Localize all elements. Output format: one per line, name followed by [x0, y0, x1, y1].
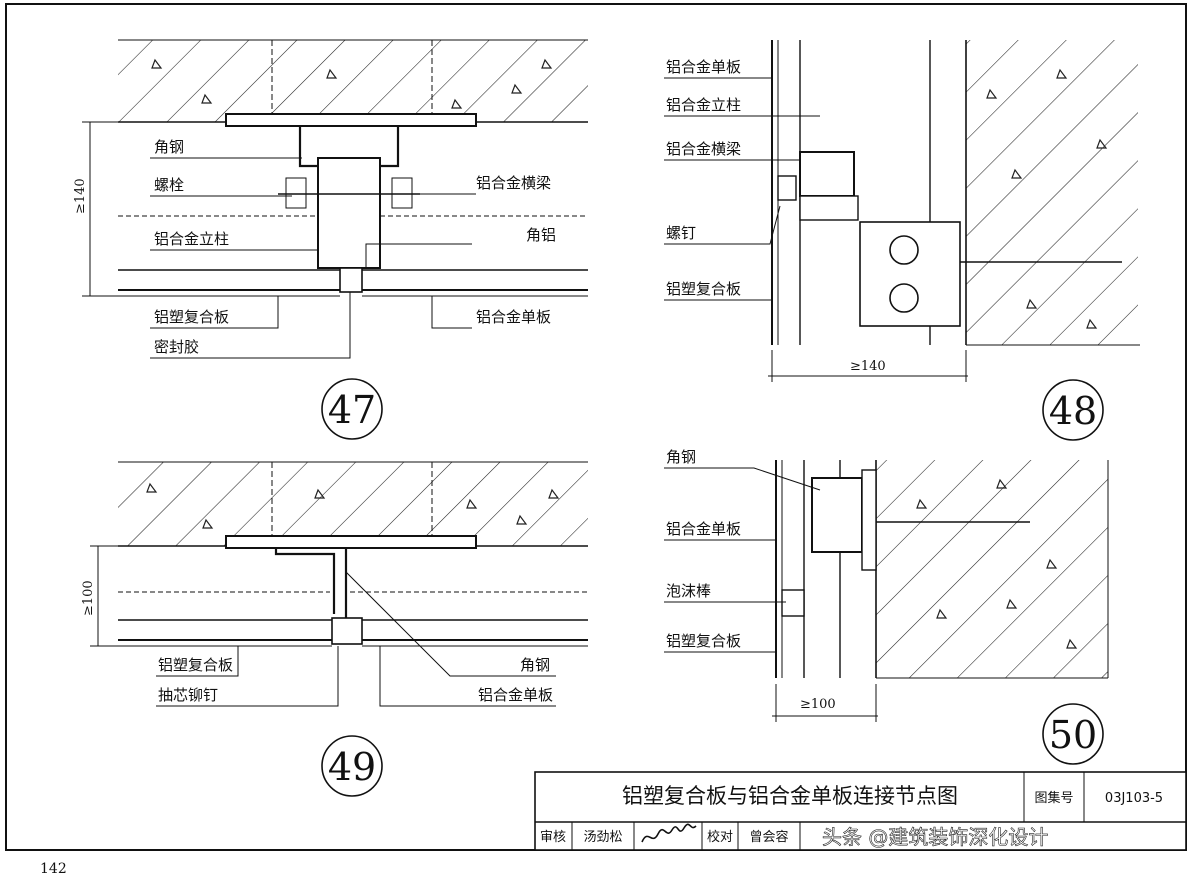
detail-49: ≥100 铝塑复合板 抽芯铆钉 角钢 铝合金单板 49	[81, 461, 588, 797]
review-label: 审核	[540, 830, 566, 845]
label-47-alu-panel: 铝合金单板	[476, 308, 551, 326]
page-number: 142	[40, 861, 67, 877]
atlas-number: 03J103-5	[1105, 791, 1163, 806]
label-49-angle-steel: 角钢	[520, 656, 550, 674]
label-47-acp: 铝塑复合板	[154, 308, 229, 326]
check-label: 校对	[707, 829, 733, 845]
label-47-angle-alu: 角铝	[526, 226, 556, 244]
detail-48: ≥140 铝合金单板 铝合金立柱 铝合金横梁 螺钉 铝塑复合板 48	[664, 40, 1140, 441]
label-48-acp: 铝塑复合板	[666, 280, 741, 298]
label-48-alu-panel: 铝合金单板	[666, 58, 741, 76]
label-47-bolt: 螺栓	[154, 176, 184, 194]
reviewer-name: 汤劲松	[583, 830, 622, 845]
label-48-screw: 螺钉	[666, 224, 696, 242]
detail-50: ≥100 角钢 铝合金单板 泡沫棒 铝塑复合板 50	[664, 448, 1109, 765]
concrete-wall-48	[966, 40, 1138, 345]
title-block: 铝塑复合板与铝合金单板连接节点图 图集号 03J103-5 审核 汤劲松 校对 …	[534, 771, 1187, 851]
label-47-transom: 铝合金横梁	[476, 174, 551, 192]
label-49-acp: 铝塑复合板	[158, 656, 233, 674]
detail-number-48: 48	[1049, 389, 1097, 433]
label-48-mullion: 铝合金立柱	[666, 96, 741, 114]
dimension-48: ≥140	[850, 359, 886, 374]
checker-name: 曾会容	[749, 829, 788, 845]
label-48-transom: 铝合金横梁	[666, 140, 741, 158]
label-50-angle-steel: 角钢	[666, 448, 696, 466]
drawing-title: 铝塑复合板与铝合金单板连接节点图	[622, 784, 958, 808]
label-49-rivet: 抽芯铆钉	[158, 686, 218, 704]
detail-47: ≥140 角钢 螺栓 铝合金横梁 铝合金立柱 角铝 铝塑复合板 铝合金单板 密封…	[73, 39, 588, 440]
atlas-label: 图集号	[1034, 790, 1073, 806]
label-47-sealant: 密封胶	[154, 338, 199, 356]
detail-number-47: 47	[328, 388, 376, 432]
reviewer-signature	[641, 823, 697, 843]
label-50-alu-panel: 铝合金单板	[666, 520, 741, 538]
watermark: 头条 @建筑装饰深化设计	[822, 825, 1048, 849]
dimension-47: ≥140	[73, 178, 88, 214]
label-47-angle-steel: 角钢	[154, 138, 184, 156]
dimension-50: ≥100	[800, 697, 836, 712]
label-47-mullion: 铝合金立柱	[154, 230, 229, 248]
concrete-wall-50	[876, 460, 1108, 678]
label-50-acp: 铝塑复合板	[666, 632, 741, 650]
dimension-49: ≥100	[81, 580, 96, 616]
detail-number-49: 49	[328, 745, 376, 789]
detail-number-50: 50	[1049, 713, 1097, 757]
label-50-foam-rod: 泡沫棒	[666, 582, 711, 600]
concrete-slab-47	[118, 40, 588, 122]
concrete-slab-49	[118, 462, 588, 546]
label-49-alu-panel: 铝合金单板	[478, 686, 553, 704]
